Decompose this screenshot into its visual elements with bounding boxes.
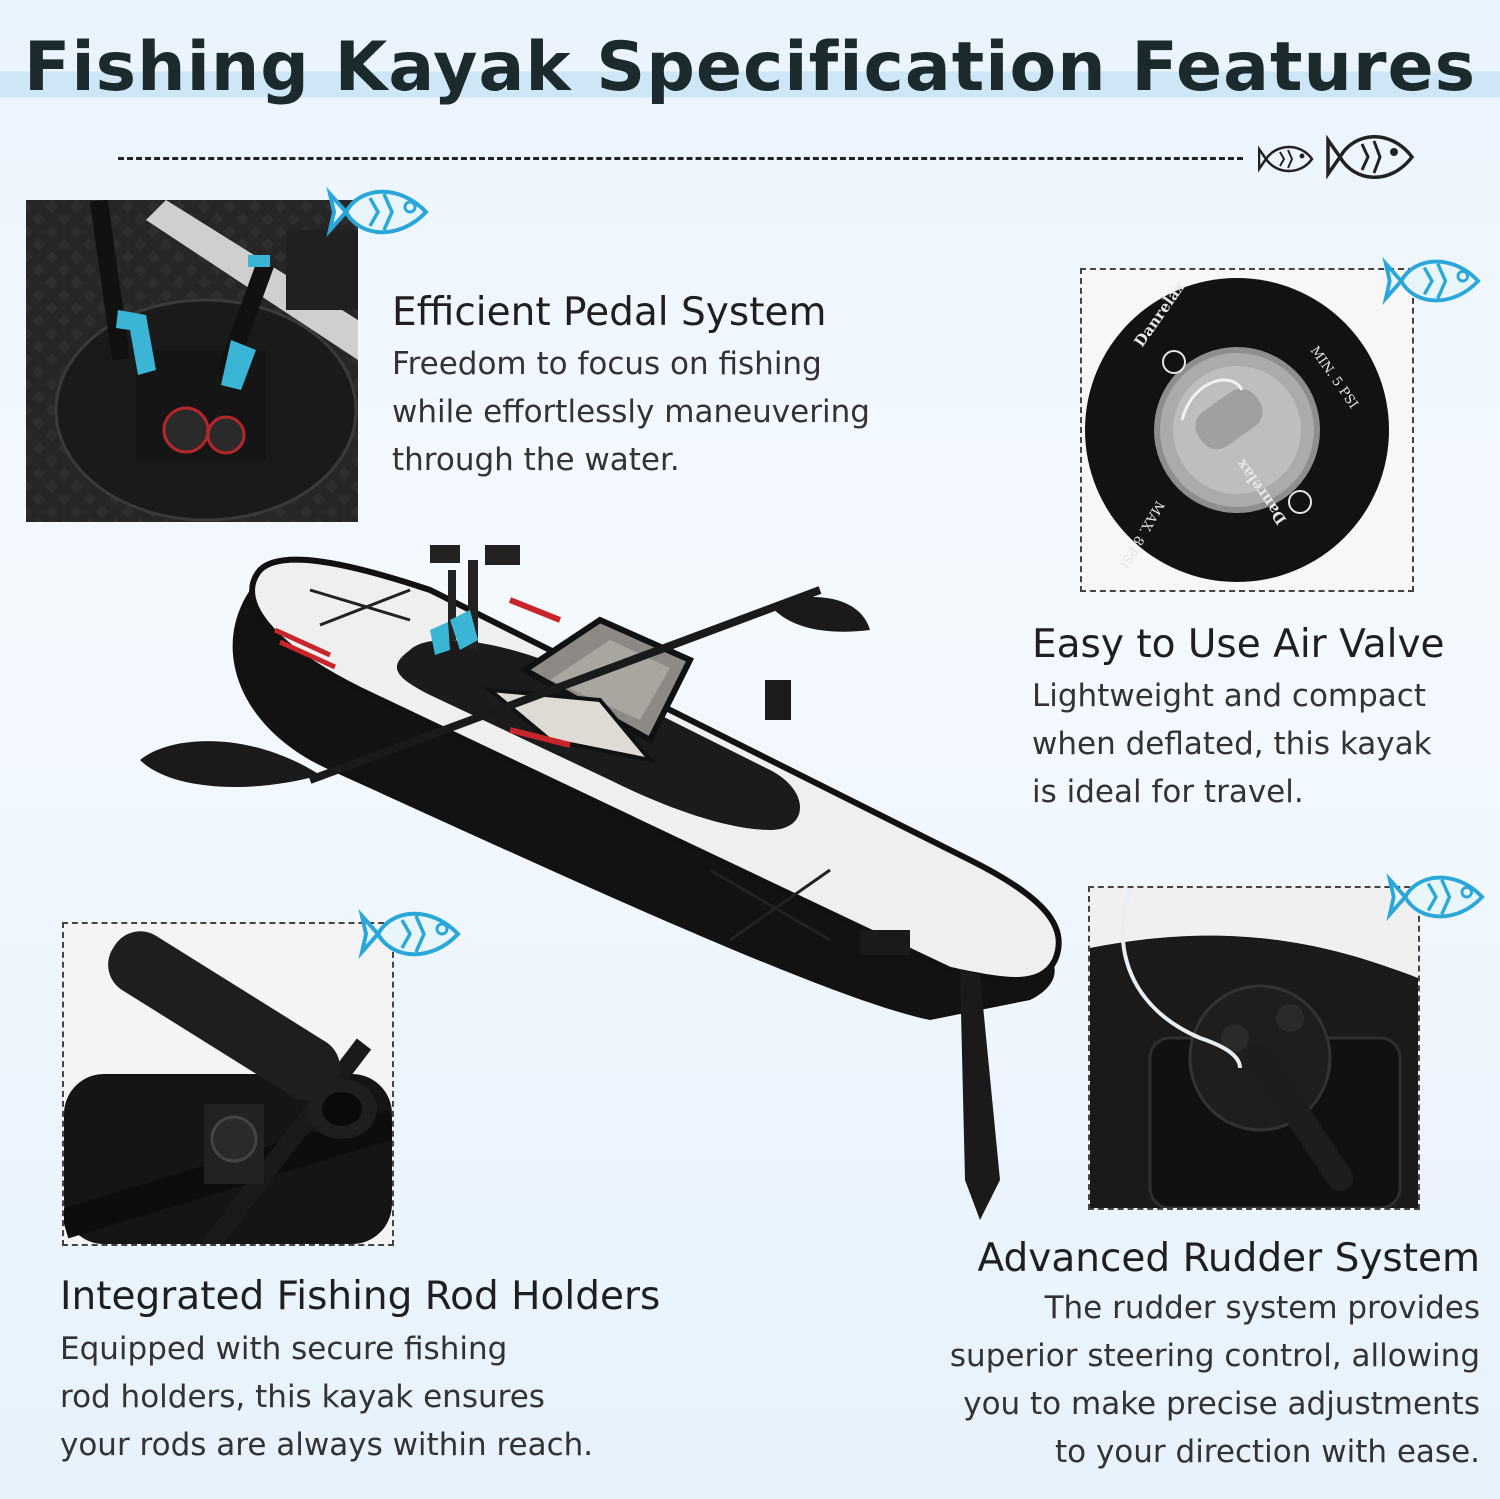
rod-holder-photo xyxy=(62,922,394,1246)
feature-line: The rudder system provides xyxy=(1044,1290,1480,1326)
fish-outline-icon xyxy=(1326,134,1415,180)
feature-line: superior steering control, allowing xyxy=(949,1338,1480,1374)
feature-desc-rod-holders: Equipped with secure fishing rod holders… xyxy=(60,1325,593,1469)
feature-line: you to make precise adjustments xyxy=(963,1386,1480,1422)
feature-line: Lightweight and compact xyxy=(1032,678,1426,714)
feature-line: Freedom to focus on fishing xyxy=(392,346,822,382)
feature-title-air-valve: Easy to Use Air Valve xyxy=(1032,622,1445,667)
feature-title-rod-holders: Integrated Fishing Rod Holders xyxy=(60,1274,661,1319)
fish-icon xyxy=(1382,256,1481,306)
feature-line: rod holders, this kayak ensures xyxy=(60,1379,545,1415)
feature-title-pedal: Efficient Pedal System xyxy=(392,290,827,335)
feature-desc-rudder: The rudder system provides superior stee… xyxy=(950,1284,1480,1476)
fish-icon xyxy=(1386,872,1485,922)
feature-line: is ideal for travel. xyxy=(1032,774,1304,810)
feature-line: Equipped with secure fishing xyxy=(60,1331,508,1367)
title-divider xyxy=(118,157,1243,160)
fish-icon xyxy=(326,186,429,238)
feature-desc-air-valve: Lightweight and compact when deflated, t… xyxy=(1032,672,1432,816)
feature-desc-pedal: Freedom to focus on fishing while effort… xyxy=(392,340,870,484)
feature-line: while effortlessly maneuvering xyxy=(392,394,870,430)
pedal-system-photo xyxy=(26,200,358,522)
feature-line: to your direction with ease. xyxy=(1054,1434,1480,1470)
fish-icon xyxy=(358,908,461,960)
rudder-system-photo xyxy=(1088,886,1420,1210)
fish-outline-icon xyxy=(1258,145,1314,173)
feature-line: your rods are always within reach. xyxy=(60,1427,594,1463)
feature-line: when deflated, this kayak xyxy=(1032,726,1432,762)
feature-line: through the water. xyxy=(392,442,680,478)
page-title: Fishing Kayak Specification Features xyxy=(0,28,1500,107)
kayak-image xyxy=(140,545,1062,1220)
air-valve-photo: Danrelax MIN. 5 PSI Danrelax MAX. 8 PSI xyxy=(1080,268,1414,592)
feature-title-rudder: Advanced Rudder System xyxy=(977,1236,1480,1281)
